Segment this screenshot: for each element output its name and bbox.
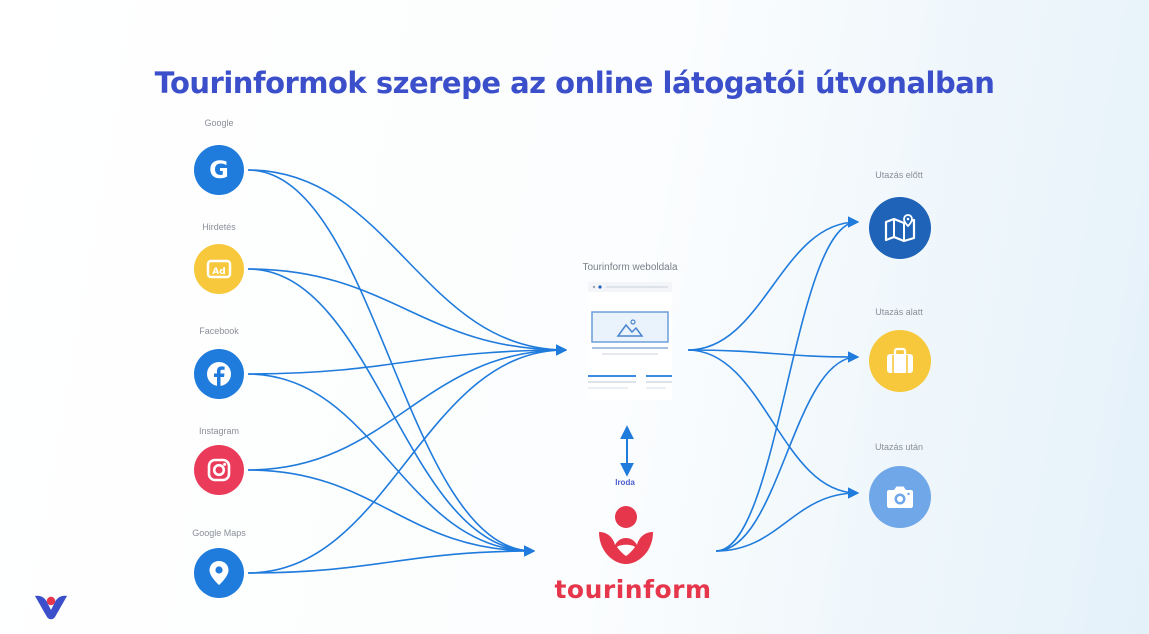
instagram-icon bbox=[205, 456, 233, 484]
website-mockup bbox=[588, 282, 672, 400]
arrow-google-to-office bbox=[247, 169, 536, 557]
facebook-node bbox=[194, 349, 244, 399]
arrow-website-to-before bbox=[687, 216, 860, 351]
arrow-website-to-after bbox=[687, 349, 860, 499]
after-trip-node bbox=[869, 466, 931, 528]
tourinform-logo-icon bbox=[596, 504, 656, 571]
instagram-node bbox=[194, 445, 244, 495]
folded-map-icon bbox=[882, 212, 918, 244]
arrow-office-to-after bbox=[715, 487, 860, 552]
arrow-office-to-before bbox=[715, 216, 860, 552]
arrow-facebook-to-office bbox=[247, 373, 536, 557]
destination-label-after: Utazás után bbox=[874, 442, 924, 452]
ads-node: Ad bbox=[194, 244, 244, 294]
map-pin-icon bbox=[206, 559, 232, 587]
camera-icon bbox=[883, 482, 917, 512]
arrow-maps-to-office bbox=[247, 545, 536, 574]
arrow-google-to-website bbox=[247, 169, 568, 356]
page-title: Tourinformok szerepe az online látogatói… bbox=[154, 66, 995, 100]
arrow-maps-to-website bbox=[247, 344, 568, 574]
source-label-google: Google bbox=[204, 118, 234, 128]
destination-label-before: Utazás előtt bbox=[875, 170, 923, 180]
svg-text:G: G bbox=[209, 156, 229, 184]
source-label-instagram: Instagram bbox=[198, 426, 240, 436]
arrow-instagram-to-office bbox=[247, 469, 536, 557]
arrow-facebook-to-website bbox=[247, 344, 568, 375]
arrow-instagram-to-website bbox=[247, 344, 568, 471]
brand-corner-logo-icon bbox=[33, 592, 69, 625]
arrow-ads-to-website bbox=[247, 268, 568, 356]
before-trip-node bbox=[869, 197, 931, 259]
source-label-facebook: Facebook bbox=[199, 326, 239, 336]
maps-node bbox=[194, 548, 244, 598]
svg-text:Ad: Ad bbox=[212, 267, 225, 277]
destination-label-during: Utazás alatt bbox=[875, 307, 923, 317]
tourinform-wordmark: tourinform bbox=[554, 575, 712, 604]
arrow-ads-to-office bbox=[247, 268, 536, 557]
arrow-website-to-during bbox=[687, 349, 860, 363]
source-label-ads: Hirdetés bbox=[202, 222, 236, 232]
source-label-maps: Google Maps bbox=[192, 528, 246, 538]
google-node: G bbox=[194, 145, 244, 195]
ad-badge-icon: Ad bbox=[206, 259, 232, 279]
website-label: Tourinform weboldala bbox=[582, 262, 678, 273]
arrow-office-to-during bbox=[715, 351, 860, 552]
facebook-icon bbox=[205, 360, 233, 388]
suitcase-icon bbox=[883, 346, 917, 376]
office-label: Iroda bbox=[615, 478, 635, 487]
during-trip-node bbox=[869, 330, 931, 392]
google-g-icon: G bbox=[204, 155, 234, 185]
